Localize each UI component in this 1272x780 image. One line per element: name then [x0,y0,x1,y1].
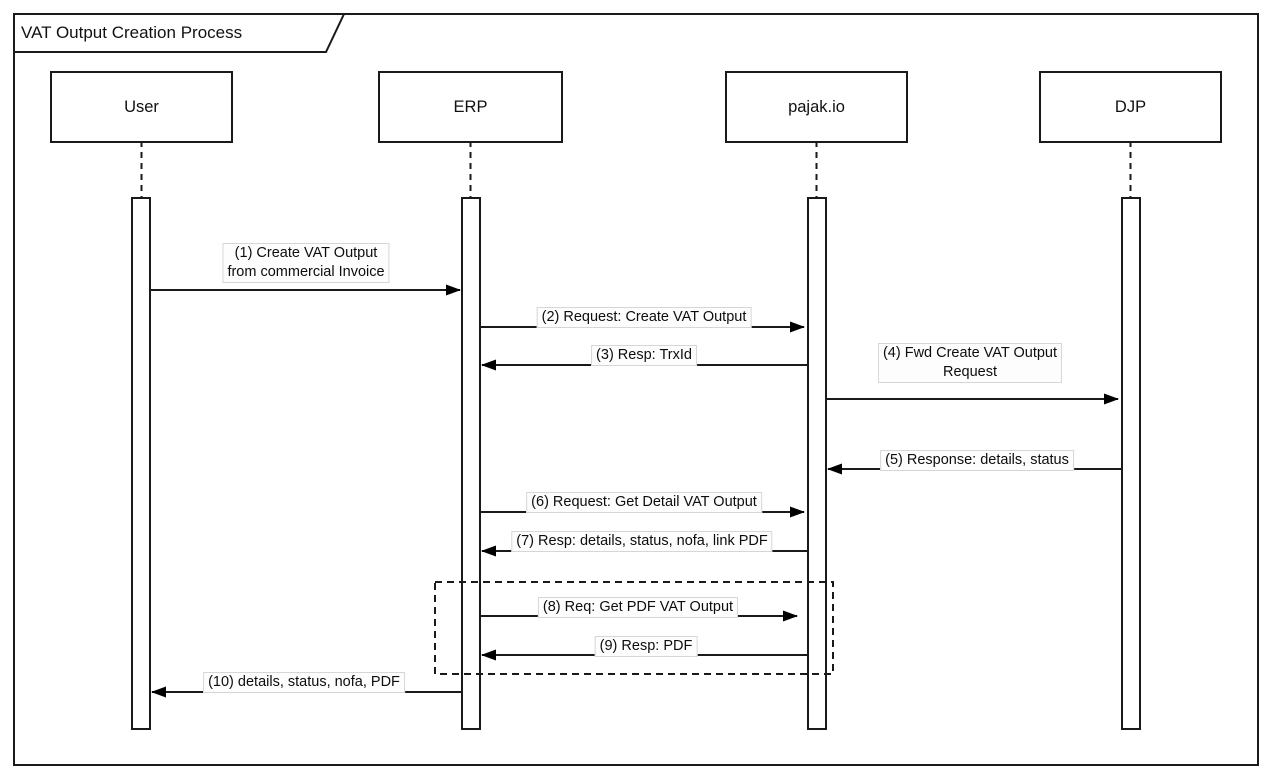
message-5-label: (5) Response: details, status [880,450,1074,471]
message-2-label: (2) Request: Create VAT Output [536,307,752,328]
activation-bar-djp [1121,197,1141,730]
participant-user: User [50,71,233,143]
diagram-frame-border [13,13,1259,766]
message-7-label: (7) Resp: details, status, nofa, link PD… [511,531,773,552]
message-10-label: (10) details, status, nofa, PDF [203,672,405,693]
fragment-box [434,581,834,675]
message-6-label: (6) Request: Get Detail VAT Output [526,492,762,513]
message-4-label: (4) Fwd Create VAT Output Request [877,343,1063,383]
message-3-label: (3) Resp: TrxId [591,345,697,366]
message-1-label: (1) Create VAT Output from commercial In… [222,243,390,283]
participant-djp: DJP [1039,71,1222,143]
activation-bar-pajakio [807,197,827,730]
activation-bar-user [131,197,151,730]
participant-erp: ERP [378,71,563,143]
frame-title-tab [13,13,346,53]
frame-title: VAT Output Creation Process [21,23,243,42]
participant-pajakio: pajak.io [725,71,908,143]
message-8-label: (8) Req: Get PDF VAT Output [537,597,739,618]
message-9-label: (9) Resp: PDF [594,636,698,657]
activation-bar-erp [461,197,481,730]
